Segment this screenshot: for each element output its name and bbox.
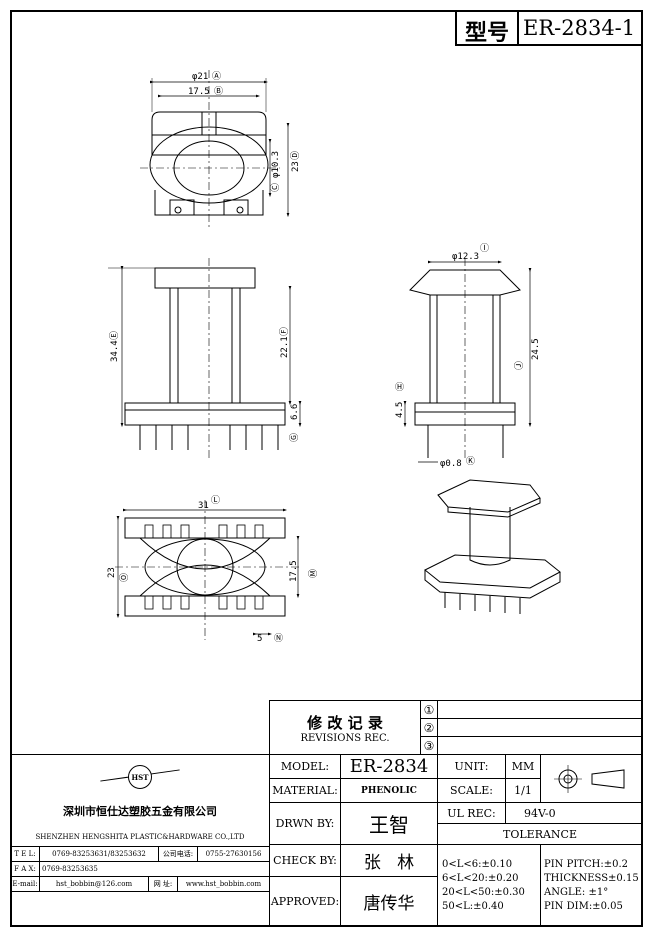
dim-e-value: 34.4: [110, 340, 120, 362]
side-view: [403, 258, 532, 463]
dim-n-value: 5: [257, 634, 262, 644]
revision-row-3: [437, 736, 643, 755]
top-view: [140, 70, 290, 230]
revision-mark-1: ①: [420, 700, 438, 719]
header-model-value: ER-2834-1: [523, 16, 636, 40]
tol-spec-2: THICKNESS±0.15: [544, 872, 639, 884]
dim-b-value: 17.5: [188, 87, 210, 97]
material-value: PHENOLIC: [340, 778, 438, 803]
check-value: 张 林: [340, 844, 438, 877]
dim-o-mark: Ⓞ: [119, 573, 130, 582]
tol-spec-4: PIN DIM:±0.05: [544, 900, 623, 912]
drawn-value: 王智: [340, 802, 438, 845]
header-model-label: 型号: [465, 20, 510, 46]
tolerance-ranges: 0<L<6:±0.10 6<L<20:±0.20 20<L<50:±0.30 5…: [437, 844, 541, 927]
tolerance-specs: PIN PITCH:±0.2 THICKNESS±0.15 ANGLE: ±1°…: [540, 844, 643, 927]
web-value: www.hst_bobbin.com: [177, 876, 270, 892]
scale-label: SCALE:: [437, 778, 506, 803]
company-block: HST 深圳市恒仕达塑胶五金有限公司 SHENZHEN HENGSHITA PL…: [10, 754, 270, 847]
material-label: MATERIAL:: [269, 778, 341, 803]
dim-h-mark: Ⓗ: [395, 382, 404, 393]
scale-value: 1/1: [505, 778, 541, 803]
tolerance-label: TOLERANCE: [437, 823, 643, 845]
dim-g-mark: Ⓖ: [289, 433, 300, 442]
tol-range-2: 6<L<20:±0.20: [442, 872, 519, 884]
revision-row-2: [437, 718, 643, 737]
first-angle-projection-icon: [553, 764, 624, 793]
revision-mark-3: ③: [420, 736, 438, 755]
tel-label: T E L:: [10, 846, 40, 862]
dim-a-mark: Ⓐ: [212, 71, 221, 82]
approved-value: 唐传华: [340, 876, 438, 927]
dim-h-value: 4.5: [395, 402, 405, 418]
dim-l-mark: Ⓛ: [211, 495, 220, 506]
dim-n-mark: Ⓝ: [274, 633, 283, 644]
dim-f-value: 22.1: [280, 336, 290, 358]
check-label: CHECK BY:: [269, 844, 341, 877]
dim-d-value: 23: [291, 161, 301, 172]
dim-b-mark: Ⓑ: [214, 86, 223, 97]
hst-logo-icon: HST: [128, 765, 152, 789]
fax-label: F A X:: [10, 861, 40, 877]
tol-range-4: 50<L:±0.40: [442, 900, 504, 912]
tol-spec-3: ANGLE: ±1°: [544, 886, 609, 898]
revisions-title-cn: 修 改 记 录: [307, 713, 383, 732]
dim-e-mark: Ⓔ: [109, 331, 120, 340]
revisions-title-en: REVISIONS REC.: [300, 732, 390, 744]
bottom-view: [115, 500, 300, 640]
ul-label: UL REC:: [437, 802, 506, 824]
dim-c-mark: Ⓒ: [270, 183, 281, 192]
email-label: E-mail:: [10, 876, 40, 892]
email-value: hst_bobbin@126.com: [39, 876, 149, 892]
dim-a-value: φ21: [192, 72, 208, 82]
web-label: 网 址:: [148, 876, 178, 892]
dim-o-value: 23: [107, 567, 117, 578]
header-model-box: 型号 ER-2834-1: [455, 12, 641, 46]
unit-label: UNIT:: [437, 754, 506, 779]
dim-f-mark: Ⓕ: [279, 327, 290, 336]
dim-m-mark: Ⓜ: [308, 569, 319, 578]
company-name-en: SHENZHEN HENGSHITA PLASTIC&HARDWARE CO.,…: [35, 833, 245, 841]
model-label: MODEL:: [269, 754, 341, 779]
projection-symbol: [540, 754, 643, 803]
tol-range-3: 20<L<50:±0.30: [442, 886, 525, 898]
dim-d-mark: Ⓓ: [290, 151, 301, 160]
revision-mark-2: ②: [420, 718, 438, 737]
phone-label: 公司电话:: [158, 846, 198, 862]
technical-drawing: φ21 Ⓐ 17.5 Ⓑ φ10.3 Ⓒ 23 Ⓓ 34.4 Ⓔ 22.1 Ⓕ …: [107, 70, 561, 644]
approved-label: APPROVED:: [269, 876, 341, 927]
company-logo: HST: [100, 765, 180, 789]
dim-l-value: 31: [198, 501, 209, 511]
dim-c-value: φ10.3: [271, 151, 281, 178]
dim-i-mark: Ⓘ: [480, 243, 489, 254]
dim-k-value: φ0.8: [440, 459, 462, 469]
dim-m-value: 17.5: [289, 560, 299, 582]
tol-range-1: 0<L<6:±0.10: [442, 858, 513, 870]
revisions-title: 修 改 记 录 REVISIONS REC.: [269, 700, 421, 755]
phone-value: 0755-27630156: [197, 846, 270, 862]
tol-spec-1: PIN PITCH:±0.2: [544, 858, 628, 870]
dim-j-value: 24.5: [531, 338, 541, 360]
dim-i-value: φ12.3: [452, 252, 479, 262]
unit-value: MM: [505, 754, 541, 779]
company-name-cn: 深圳市恒仕达塑胶五金有限公司: [63, 805, 217, 818]
isometric-view: [424, 479, 561, 614]
model-value: ER-2834: [340, 754, 438, 779]
drawn-label: DRWN BY:: [269, 802, 341, 845]
dim-j-mark: Ⓙ: [514, 361, 525, 370]
revision-row-1: [437, 700, 643, 719]
fax-value: 0769-83253635: [39, 861, 270, 877]
dim-g-value: 6.6: [290, 404, 300, 420]
dim-k-mark: Ⓚ: [466, 456, 475, 467]
front-view: [108, 258, 302, 460]
ul-value: 94V-0: [505, 802, 643, 824]
tel-value: 0769-83253631/83253632: [39, 846, 159, 862]
